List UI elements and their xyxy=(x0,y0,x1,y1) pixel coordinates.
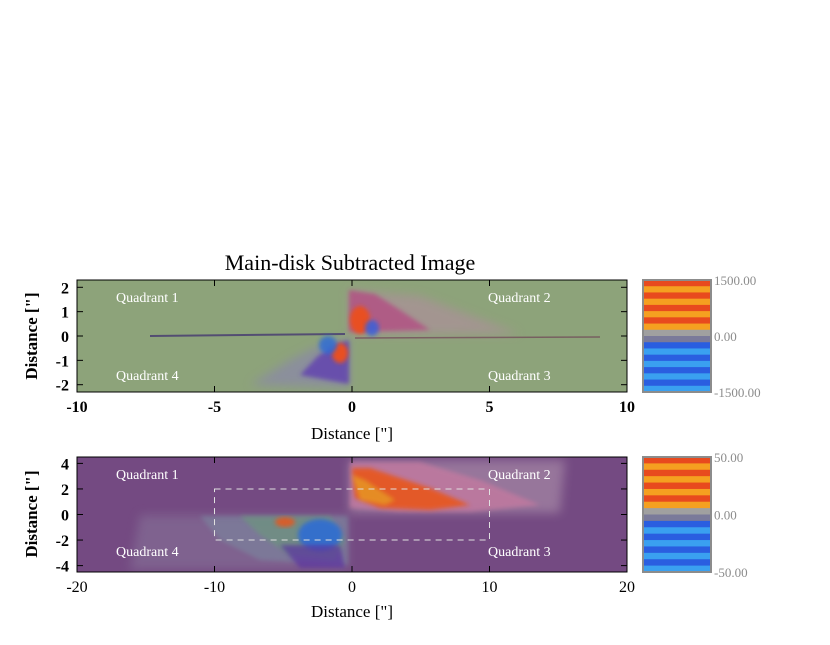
top-colorbar xyxy=(642,279,712,393)
top-y-axis-label: Distance ["] xyxy=(22,292,41,379)
y-tick-label: 1 xyxy=(61,305,69,322)
x-tick-label: 20 xyxy=(619,579,635,596)
colorbar-band xyxy=(643,488,711,496)
colorbar-band xyxy=(643,482,711,490)
colorbar-band xyxy=(643,336,711,343)
colorbar-band xyxy=(643,527,711,535)
x-tick-label: 5 xyxy=(486,399,494,416)
top-chart-title: Main-disk Subtracted Image xyxy=(225,250,476,275)
bottom-q4-purple xyxy=(280,545,345,568)
bottom-dashed-box xyxy=(214,488,490,541)
bottom-q2-yellow xyxy=(352,475,395,505)
colorbar-frame xyxy=(642,456,712,573)
colorbar-band xyxy=(643,385,711,393)
colorbar-tick-label: 1500.00 xyxy=(714,273,756,288)
bottom-colorbar-ticks: 50.00 0.00 -50.00 xyxy=(714,450,748,580)
colorbar-tick-label: -1500.00 xyxy=(714,385,761,400)
colorbar-band xyxy=(643,280,711,287)
top-q4-blue xyxy=(319,336,337,354)
bottom-colorbar xyxy=(642,456,712,573)
colorbar-band xyxy=(643,311,711,318)
y-tick-label: 0 xyxy=(61,329,69,346)
colorbar-band xyxy=(643,348,711,356)
y-tick-label: -1 xyxy=(56,353,69,370)
bottom-quadrant-2-label: Quadrant 2 xyxy=(488,468,551,483)
top-quadrant-2-label: Quadrant 2 xyxy=(488,291,551,306)
colorbar-band xyxy=(643,379,711,387)
colorbar-band xyxy=(643,457,711,464)
x-tick-label: 10 xyxy=(482,579,498,596)
bottom-heatmap xyxy=(76,456,628,573)
colorbar-band xyxy=(643,520,711,528)
colorbar-band xyxy=(643,476,711,484)
colorbar-band xyxy=(643,514,711,522)
colorbar-band xyxy=(643,559,711,567)
x-tick-label: -5 xyxy=(208,399,221,416)
x-tick-label: -20 xyxy=(66,579,87,596)
colorbar-tick-label: 0.00 xyxy=(714,508,737,523)
colorbar-band xyxy=(643,373,711,381)
bottom-q4-blue xyxy=(298,519,342,551)
y-tick-label: 2 xyxy=(61,482,69,499)
x-tick-label: -10 xyxy=(66,399,87,416)
colorbar-band xyxy=(643,354,711,362)
x-tick-label: -10 xyxy=(204,579,225,596)
colorbar-frame xyxy=(642,279,712,393)
colorbar-band xyxy=(643,552,711,560)
y-tick-label: 0 xyxy=(61,508,69,525)
top-midplane-right xyxy=(354,336,601,339)
bottom-x-axis-label: Distance ["] xyxy=(311,602,393,621)
bottom-y-axis: 4 2 0 -2 -4 xyxy=(56,456,627,576)
colorbar-tick-label: -50.00 xyxy=(714,565,748,580)
top-quadrant-3-label: Quadrant 3 xyxy=(488,369,551,384)
colorbar-band xyxy=(643,367,711,374)
y-tick-label: 2 xyxy=(61,280,69,297)
colorbar-band xyxy=(643,304,711,312)
bottom-quadrant-1-label: Quadrant 1 xyxy=(116,468,179,483)
top-disk-features xyxy=(149,290,601,388)
colorbar-band xyxy=(643,292,711,300)
colorbar-band xyxy=(643,342,711,349)
bottom-x-axis: -20 -10 0 10 20 xyxy=(66,457,635,596)
x-tick-label: 10 xyxy=(619,399,635,416)
colorbar-band xyxy=(643,286,711,293)
colorbar-band xyxy=(643,298,711,306)
colorbar-band xyxy=(643,323,711,331)
bottom-y-axis-label: Distance ["] xyxy=(22,470,41,557)
top-q2-core xyxy=(350,306,370,334)
top-colorbar-ticks: 1500.00 0.00 -1500.00 xyxy=(714,273,761,400)
bottom-quadrant-3-label: Quadrant 3 xyxy=(488,545,551,560)
colorbar-band xyxy=(643,495,711,503)
bottom-quadrant-4-label: Quadrant 4 xyxy=(116,545,179,560)
top-midplane-left xyxy=(149,333,346,337)
x-tick-label: 0 xyxy=(348,399,356,416)
colorbar-tick-label: 50.00 xyxy=(714,450,743,465)
colorbar-band xyxy=(643,546,711,554)
colorbar-tick-label: 0.00 xyxy=(714,329,737,344)
colorbar-band xyxy=(643,360,711,368)
top-q2-blue xyxy=(365,320,379,336)
top-heatmap xyxy=(76,279,628,393)
colorbar-band xyxy=(643,565,711,573)
top-x-axis: -10 -5 0 5 10 xyxy=(66,280,635,416)
colorbar-band xyxy=(643,508,711,515)
colorbar-band xyxy=(643,540,711,547)
y-tick-label: 4 xyxy=(61,456,69,473)
y-tick-label: -4 xyxy=(56,559,69,576)
y-tick-label: -2 xyxy=(56,378,69,395)
colorbar-band xyxy=(643,469,711,477)
colorbar-band xyxy=(643,463,711,471)
colorbar-band xyxy=(643,329,711,337)
y-tick-label: -2 xyxy=(56,533,69,550)
colorbar-band xyxy=(643,533,711,541)
bottom-q4-orange xyxy=(275,517,295,527)
top-quadrant-4-label: Quadrant 4 xyxy=(116,369,179,384)
colorbar-band xyxy=(643,501,711,509)
colorbar-band xyxy=(643,317,711,325)
x-tick-label: 0 xyxy=(348,579,356,596)
top-quadrant-1-label: Quadrant 1 xyxy=(116,291,179,306)
top-y-axis: 2 1 0 -1 -2 xyxy=(56,280,627,395)
top-x-axis-label: Distance ["] xyxy=(311,424,393,443)
